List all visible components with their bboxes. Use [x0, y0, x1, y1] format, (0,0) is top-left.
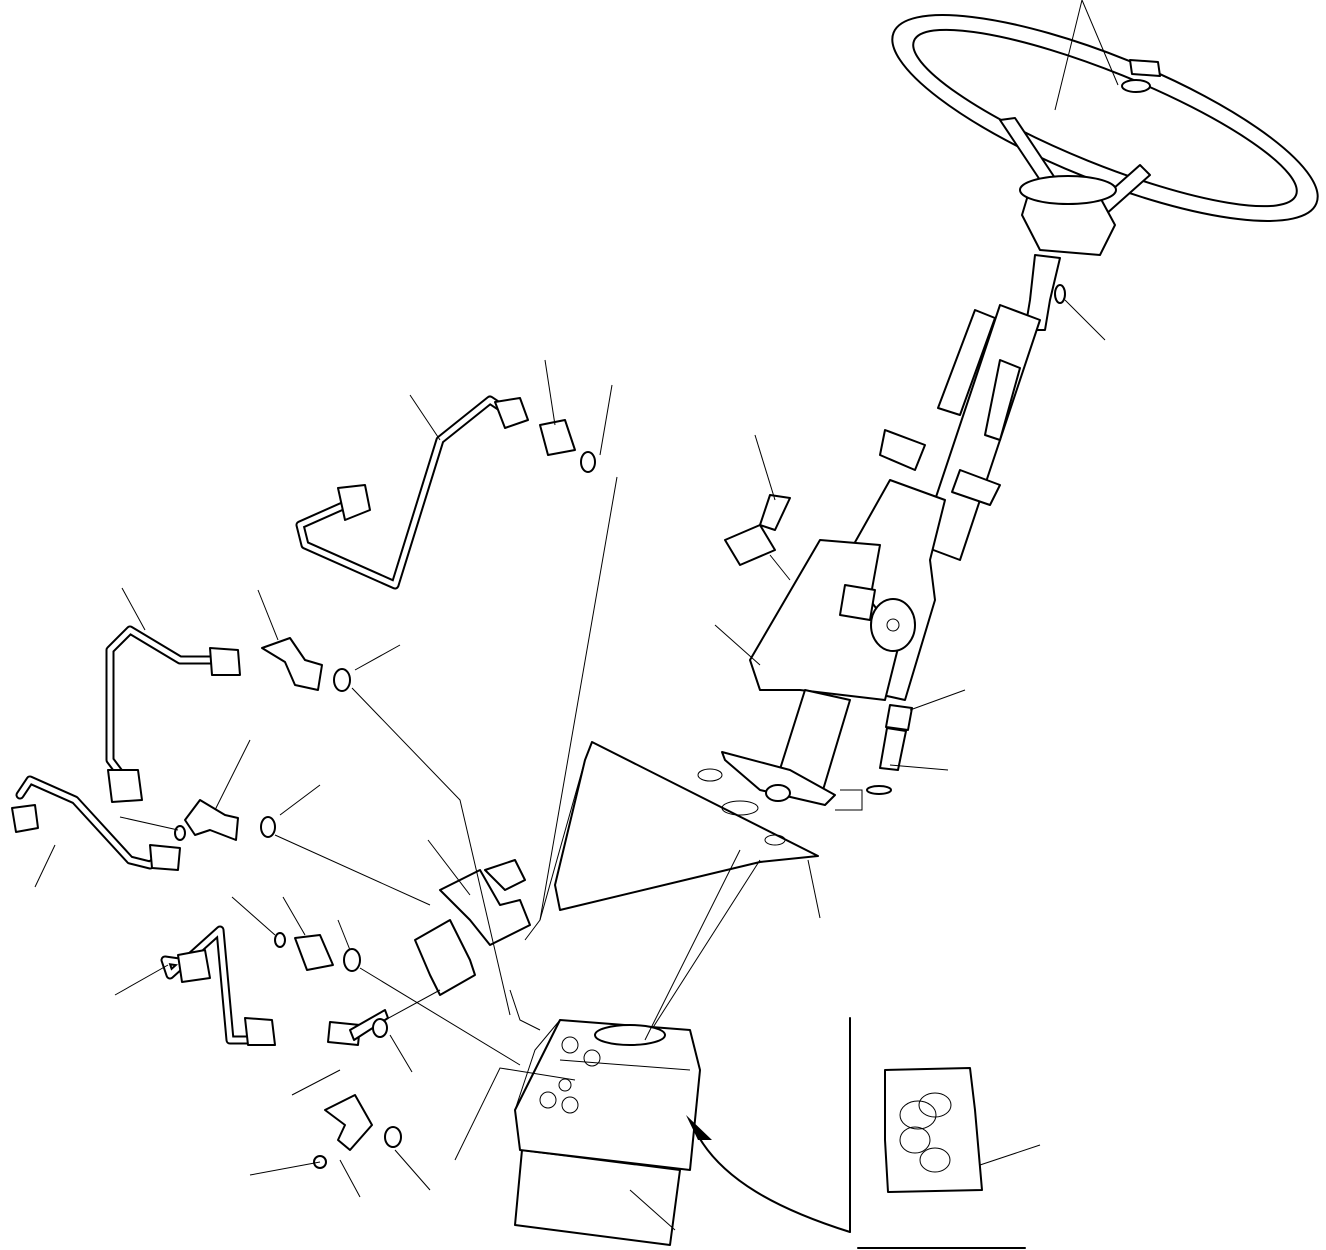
- leader-lines: [34, 299, 1106, 1231]
- wheel-nut: [1121, 59, 1161, 93]
- pipe-4: [160, 925, 276, 1046]
- seal-kit-bag: [884, 1067, 983, 1193]
- snap-ring: [1054, 284, 1066, 304]
- arrow-curve: [694, 1129, 851, 1233]
- pipe-1: [295, 395, 529, 590]
- pipe-3: [11, 775, 181, 871]
- bolt-and-washer: [835, 704, 913, 811]
- pipe-2: [105, 625, 241, 803]
- steering-valve: [514, 1019, 701, 1246]
- assembly-lines: [274, 476, 741, 1161]
- pipe-clamps: [414, 859, 531, 996]
- steering-wheel: [891, 14, 1319, 256]
- steering-column: [721, 254, 1061, 806]
- tilt-lever: [724, 494, 791, 581]
- fittings: [174, 419, 596, 1169]
- arrow-head-icon: [686, 1115, 712, 1140]
- leader-line-wheel: [1054, 0, 1119, 111]
